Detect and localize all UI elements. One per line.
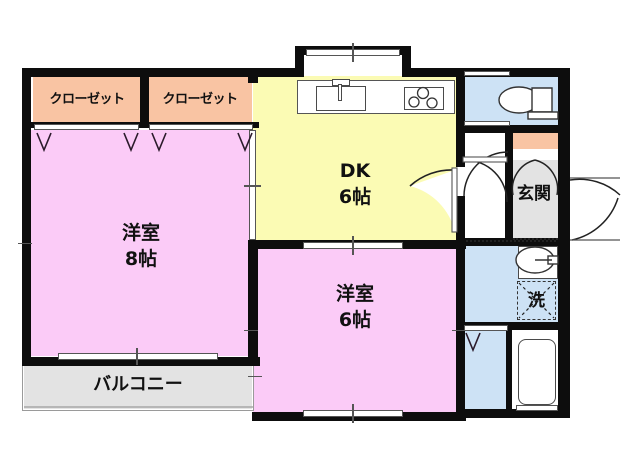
closet-right-sliding-door[interactable] <box>149 124 253 130</box>
wall-bottom-right <box>456 409 570 418</box>
bedroom6-left-wall-tick <box>244 330 258 332</box>
wall-genkan-left-2 <box>505 157 513 243</box>
wall-top-kitchen-left-return <box>295 46 304 77</box>
washing-machine-pan <box>517 281 556 320</box>
genkan-step-dotted <box>513 238 558 240</box>
front-door-swing <box>569 178 621 241</box>
sink-faucet-spout <box>338 84 342 101</box>
bedroom-6-name: 洋室 <box>335 283 374 305</box>
genkan-label: 玄関 <box>517 184 551 204</box>
room-fill-bedroom-8 <box>30 130 252 356</box>
wall-closet-divider <box>140 68 149 128</box>
genkan-hall <box>463 133 509 240</box>
closet-left-label: クローゼット <box>49 92 125 107</box>
bedroom6-right-wall-tick <box>452 330 466 332</box>
bedroom8-balcony-window-mullion <box>136 348 138 365</box>
shoe-cabinet <box>513 133 558 149</box>
lavatory-counter <box>518 246 558 279</box>
balcony-label: バルコニー <box>93 374 183 395</box>
bedroom-8-name: 洋室 <box>121 222 160 244</box>
wall-left-outer <box>22 68 31 366</box>
wall-top-kitchen-right-return <box>402 46 411 77</box>
wall-vertical-center <box>248 68 258 83</box>
wall-bottom-bedroom8 <box>22 357 260 366</box>
wall-vertical-center-lower <box>248 240 258 366</box>
wall-bath-left <box>506 330 512 412</box>
toilet-window[interactable] <box>464 71 510 76</box>
bedroom8-left-wall-tick <box>18 243 32 245</box>
balcony-right-tick <box>248 376 262 378</box>
bedroom-6-size: 6帖 <box>338 309 372 331</box>
gas-stove-two-burner <box>404 87 444 110</box>
room-fill-closet-left <box>33 76 141 123</box>
wall-right-of-dk-2 <box>456 125 465 167</box>
genkan-entry-threshold[interactable] <box>466 240 556 242</box>
kitchen-window-mullion <box>352 43 354 62</box>
bedroom6-dk-door-mullion <box>352 236 354 255</box>
wall-toilet-bottom <box>456 125 570 133</box>
washer-label: 洗 <box>528 291 545 311</box>
closet-left-sliding-door[interactable] <box>34 124 139 130</box>
dk-size: 6帖 <box>338 186 372 208</box>
room-fill-bedroom-6 <box>253 248 457 414</box>
wall-top-kitchen-jog-left <box>252 68 304 77</box>
room-fill-balcony <box>24 361 252 409</box>
room-fill-closet-right <box>148 76 252 123</box>
washroom-window[interactable] <box>464 325 508 331</box>
bedroom6-window-mullion <box>352 404 354 423</box>
wall-washroom-top <box>456 238 570 246</box>
closet-right-label: クローゼット <box>162 92 238 107</box>
wall-right-of-dk <box>456 68 465 125</box>
wall-washroom-bath-divider <box>456 322 570 330</box>
bedroom8-balcony-window[interactable] <box>58 353 218 360</box>
wall-top-right <box>456 68 570 77</box>
wall-right-of-dk-3 <box>456 196 465 244</box>
dk-name: DK <box>339 160 371 182</box>
bedroom8-dk-partition-mullion <box>244 185 261 187</box>
bedroom-8-size: 8帖 <box>124 248 158 270</box>
wall-genkan-left <box>505 133 513 163</box>
wall-top-kitchen-jog-right <box>402 68 460 77</box>
bath-window[interactable] <box>516 405 558 411</box>
toilet-bottom-line <box>464 121 510 126</box>
bathtub <box>518 339 556 405</box>
room-fill-corridor-lower <box>463 330 511 412</box>
